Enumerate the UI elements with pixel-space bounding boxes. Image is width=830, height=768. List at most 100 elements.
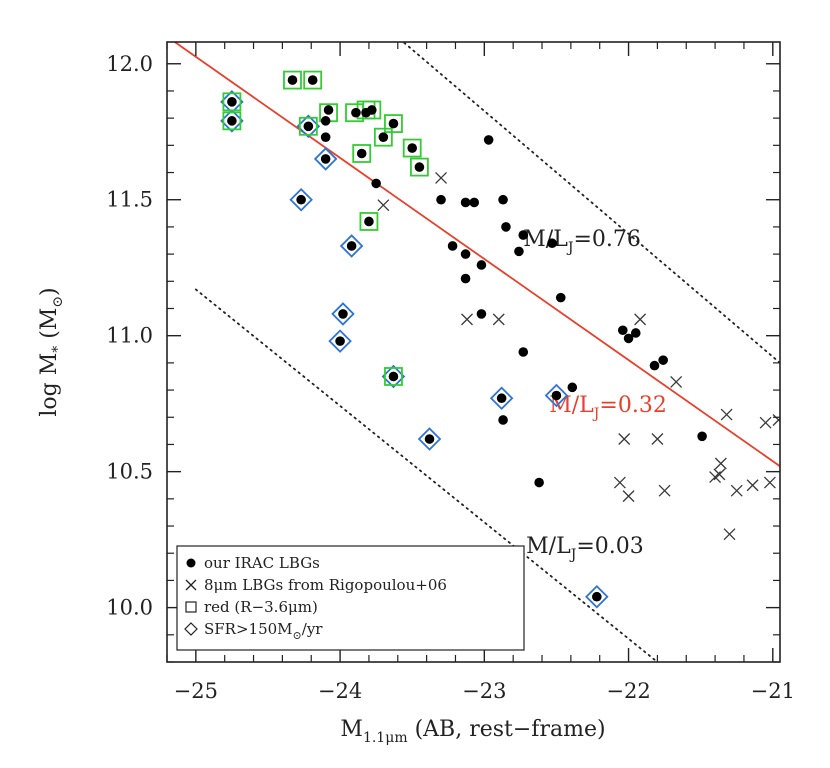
data-point-circle xyxy=(323,105,334,115)
data-point-circle xyxy=(320,132,331,142)
data-point-cross xyxy=(658,484,671,497)
data-point-cross xyxy=(634,313,647,326)
data-point-circle xyxy=(320,116,331,126)
data-point-diamond xyxy=(220,109,244,133)
legend-label: SFR>150M⊙/yr xyxy=(204,620,323,642)
data-point-circle xyxy=(567,382,578,393)
data-point-square xyxy=(222,111,242,131)
data-point-cross xyxy=(763,476,776,489)
data-point-circle xyxy=(346,241,357,251)
data-point-circle xyxy=(378,132,389,142)
reference-line-labels: M/LJ=0.76M/LJ=0.32M/LJ=0.03 xyxy=(523,227,667,563)
data-point-cross xyxy=(613,476,626,489)
data-point-circle xyxy=(658,355,668,365)
data-point-circle xyxy=(496,393,507,404)
data-point-circle xyxy=(371,178,381,189)
data-point-circle xyxy=(447,241,458,251)
data-point-circle xyxy=(617,325,628,336)
data-point-circle xyxy=(555,292,566,303)
reference-line-label: M/LJ=0.03 xyxy=(526,534,644,563)
data-point-square xyxy=(283,70,302,90)
data-point-diamond xyxy=(331,302,355,326)
data-point-circle xyxy=(436,194,446,205)
data-point-diamond xyxy=(544,383,569,408)
data-point-cross xyxy=(772,414,780,426)
data-point-circle xyxy=(388,118,399,129)
data-point-circle xyxy=(414,162,425,172)
data-point-cross xyxy=(730,484,743,497)
data-point-square xyxy=(410,157,429,177)
data-point-circle xyxy=(388,371,399,382)
data-point-square xyxy=(298,116,318,136)
data-point-diamond xyxy=(296,114,321,139)
legend-item: SFR>150M⊙/yr xyxy=(184,620,323,642)
legend-label: our IRAC LBGs xyxy=(204,554,320,572)
data-point-diamond xyxy=(289,187,313,212)
data-point-square xyxy=(359,212,379,231)
data-point-circle xyxy=(424,434,435,444)
data-point-circle xyxy=(303,121,314,132)
data-point-circle xyxy=(518,347,529,357)
y-tick-label: 11.0 xyxy=(106,324,153,348)
data-point-diamond xyxy=(381,364,406,389)
series-filled-circle xyxy=(227,75,707,602)
data-point-circle xyxy=(227,116,237,126)
reference-line xyxy=(173,42,780,467)
data-point-circle xyxy=(476,260,487,270)
data-point-circle xyxy=(335,336,345,346)
data-point-diamond xyxy=(585,584,609,609)
data-point-circle xyxy=(320,154,331,164)
data-point-cross xyxy=(714,457,727,470)
data-point-circle xyxy=(623,333,634,344)
data-point-circle xyxy=(514,246,524,257)
data-point-square xyxy=(352,144,372,163)
data-point-circle xyxy=(649,360,660,371)
data-point-circle xyxy=(296,194,306,205)
x-tick-label: −23 xyxy=(462,679,506,703)
data-point-circle xyxy=(364,216,374,227)
data-point-circle xyxy=(469,197,480,208)
data-point-circle xyxy=(407,143,418,153)
y-tick-label: 10.5 xyxy=(106,460,153,484)
data-point-diamond xyxy=(489,386,514,411)
y-tick-label: 12.0 xyxy=(106,52,153,76)
data-point-circle xyxy=(697,431,707,442)
data-point-circle xyxy=(338,309,348,319)
data-point-circle xyxy=(460,273,471,284)
data-point-square xyxy=(373,127,393,147)
data-point-circle xyxy=(518,230,529,240)
data-point-cross xyxy=(651,433,664,445)
reference-line xyxy=(401,42,780,364)
data-point-circle xyxy=(630,328,641,338)
y-tick-label: 10.0 xyxy=(106,596,153,620)
data-point-circle xyxy=(534,477,544,488)
data-point-cross xyxy=(622,490,635,503)
data-point-cross xyxy=(746,479,759,492)
data-point-cross xyxy=(723,528,736,541)
legend-marker-circle xyxy=(186,558,196,568)
data-point-square xyxy=(384,367,403,386)
data-point-cross xyxy=(759,416,772,429)
data-point-circle xyxy=(460,249,471,259)
legend-item: red (R−3.6μm) xyxy=(185,598,318,616)
series-cross xyxy=(377,172,780,541)
legend-marker-square xyxy=(185,601,197,613)
legend-box xyxy=(176,545,525,651)
legend-marker-cross xyxy=(185,579,197,591)
series-diamond xyxy=(220,90,609,609)
legend-label: 8μm LBGs from Rigopoulou+06 xyxy=(204,576,447,594)
data-point-square xyxy=(384,114,403,133)
legend-label: red (R−3.6μm) xyxy=(204,598,318,616)
data-point-circle xyxy=(498,194,508,205)
data-point-circle xyxy=(483,135,494,145)
data-point-circle xyxy=(551,390,562,401)
data-point-cross xyxy=(720,408,733,421)
data-point-cross xyxy=(709,471,722,484)
y-axis-label: log M* (M⊙) xyxy=(37,287,66,416)
reference-line xyxy=(194,288,659,662)
data-point-circle xyxy=(460,197,471,208)
x-tick-label: −22 xyxy=(606,679,650,703)
data-point-cross xyxy=(670,375,683,388)
